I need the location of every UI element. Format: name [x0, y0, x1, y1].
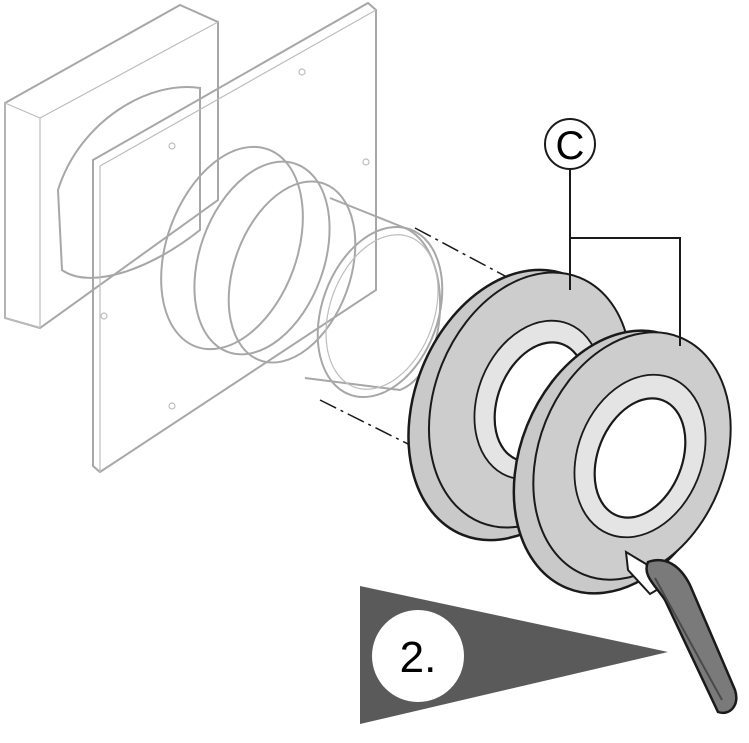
- wall-block: [4, 3, 219, 330]
- callout-c: C: [544, 118, 596, 170]
- knife-icon: [624, 550, 738, 715]
- callout-letter: C: [556, 124, 585, 168]
- cut-direction-arrow: 2.: [360, 586, 668, 724]
- callout-leader: [569, 168, 681, 346]
- step-label: 2.: [400, 633, 437, 682]
- flue-pipe: [160, 145, 444, 399]
- wall-plate: [92, 1, 377, 474]
- rosette-ring-2: [512, 329, 732, 595]
